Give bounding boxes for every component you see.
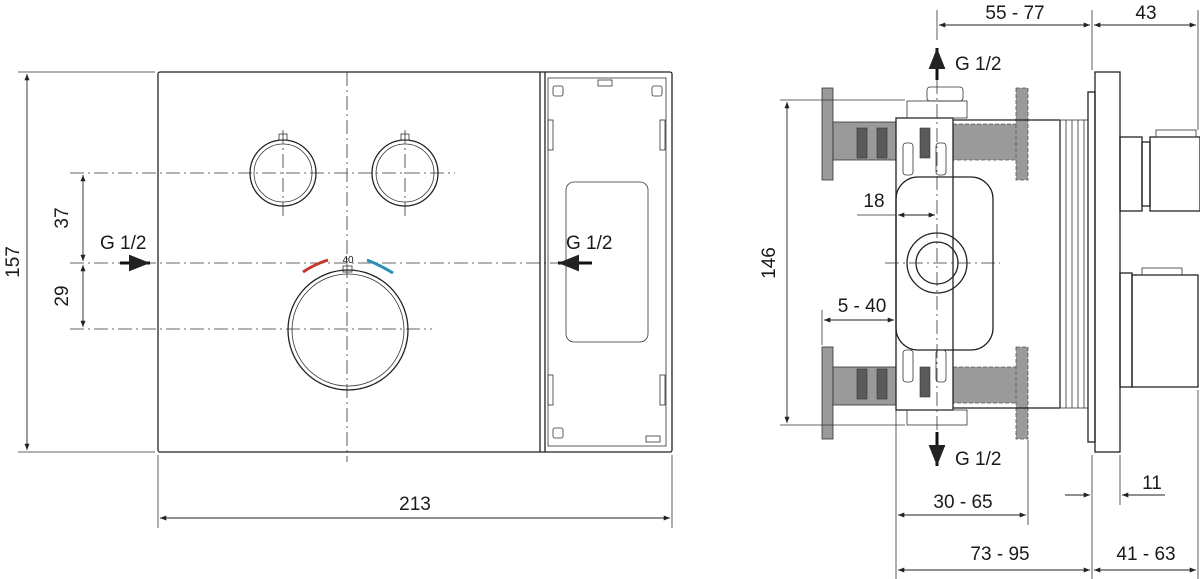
outlet-top-label: G 1/2: [955, 54, 1001, 75]
dim-43: 43: [1135, 3, 1156, 24]
selector-knob-1: [249, 133, 317, 207]
temp-mark-label: 40: [342, 255, 354, 266]
side-view: G 1/2 G 1/2 55 - 77 43 146 18 5 - 40 11: [759, 3, 1200, 579]
cold-indicator: [366, 258, 394, 275]
inlet-left-label: G 1/2: [100, 233, 146, 254]
valve-body: [895, 117, 954, 411]
dim-157: 157: [3, 246, 24, 278]
dim-73-95: 73 - 95: [970, 544, 1029, 565]
storage-compartment: [547, 77, 667, 447]
inlet-right-label: G 1/2: [566, 233, 612, 254]
front-view: 40 157 37 29 G 1/2 G 1/2 213: [3, 71, 673, 528]
wall-plate: [1094, 71, 1121, 453]
dim-30-65: 30 - 65: [933, 492, 992, 513]
dim-11: 11: [1142, 473, 1162, 494]
hot-indicator: [302, 258, 329, 274]
cover-plate: [157, 71, 673, 453]
dim-213: 213: [399, 494, 431, 515]
dim-37: 37: [52, 207, 73, 228]
dim-146: 146: [759, 247, 780, 279]
dim-5-40: 5 - 40: [838, 296, 887, 317]
dim-41-63: 41 - 63: [1116, 544, 1175, 565]
selector-knob-2: [371, 133, 439, 207]
dim-29: 29: [52, 285, 73, 306]
outlet-bottom-label: G 1/2: [955, 449, 1001, 470]
dim-55-77: 55 - 77: [985, 3, 1044, 24]
thermostat-knob: [287, 265, 409, 391]
dim-18: 18: [863, 191, 884, 212]
